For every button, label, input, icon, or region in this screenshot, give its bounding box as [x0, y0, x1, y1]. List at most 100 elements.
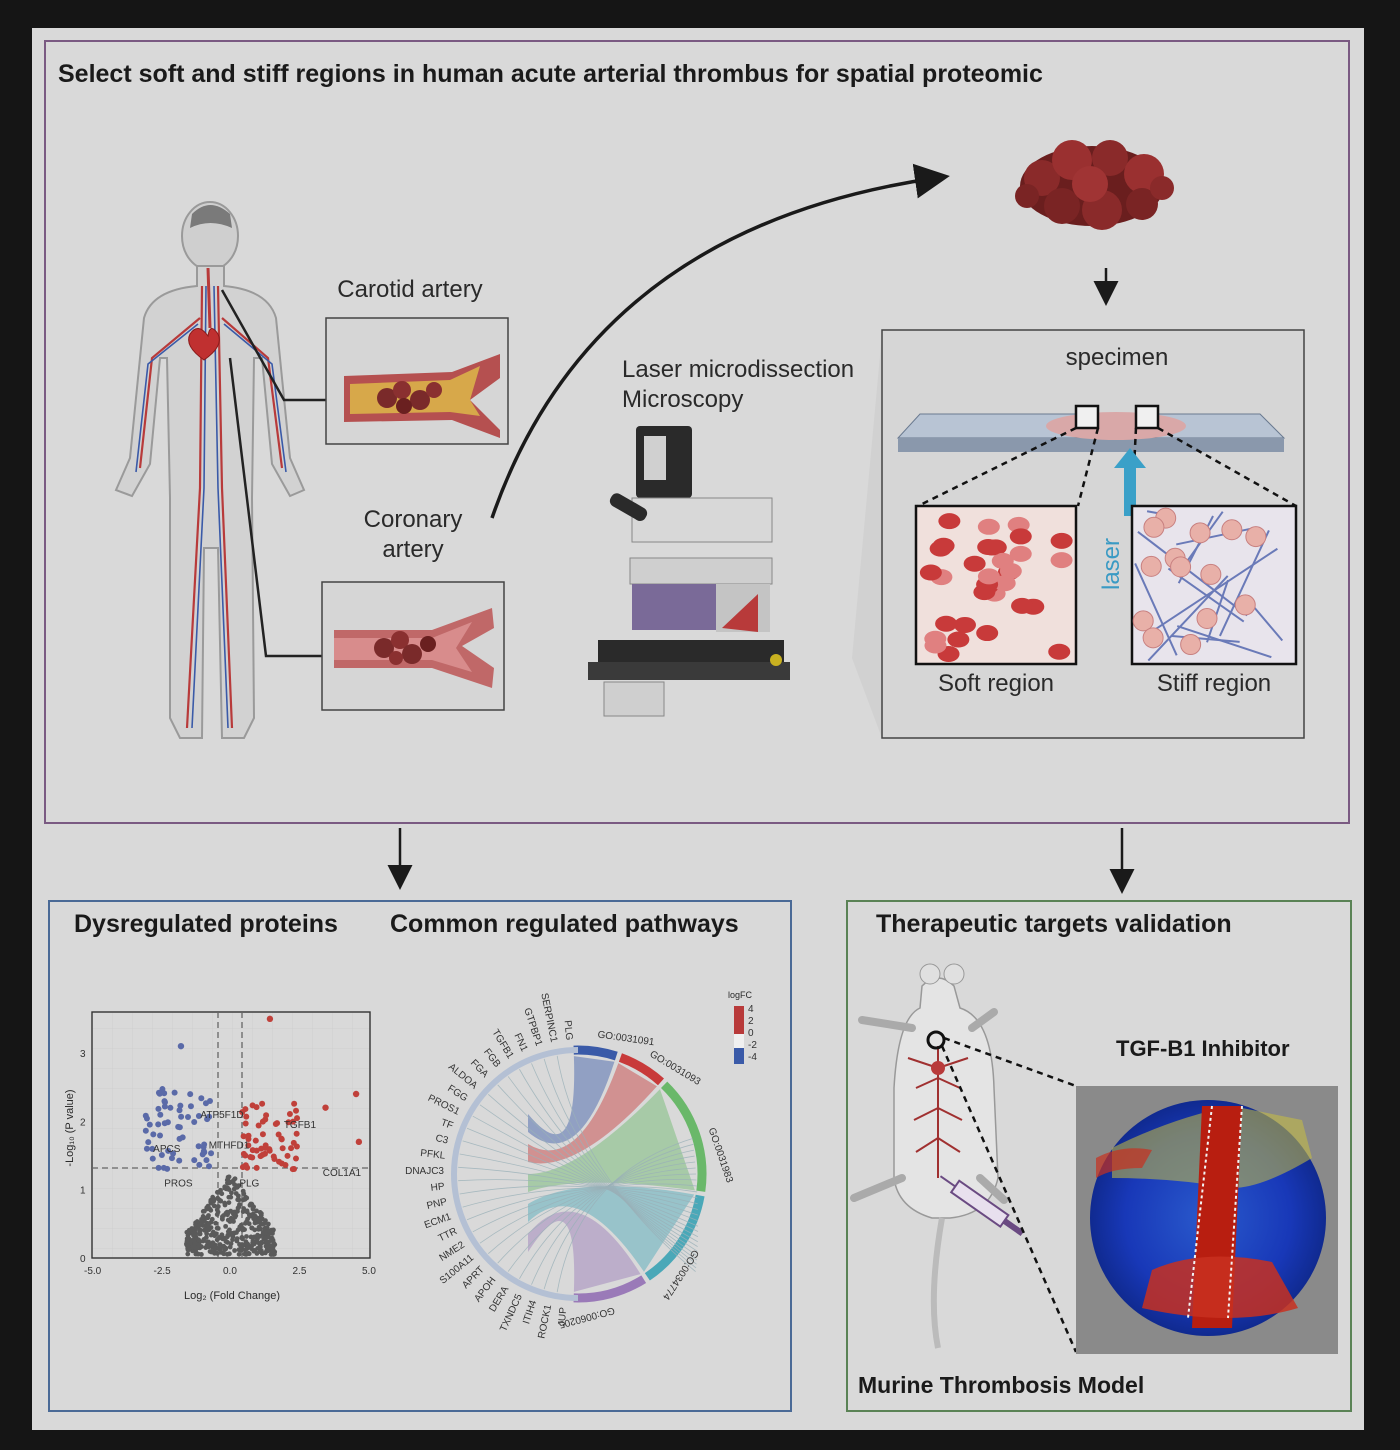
laser-label: laser [1098, 537, 1125, 591]
chord-link [487, 1173, 697, 1254]
fibrin-strand [1206, 579, 1229, 643]
chord-link [519, 1155, 695, 1279]
volcano-point-down [156, 1090, 163, 1097]
chord-link [497, 1167, 696, 1264]
red-blood-cell [999, 563, 1022, 580]
volcano-point-up [291, 1166, 298, 1173]
platelet-cell [1221, 519, 1243, 541]
volcano-point-ns [185, 1251, 191, 1257]
volcano-point-ns [225, 1229, 231, 1235]
microscope-label-line1: Laser microdissection [622, 356, 855, 383]
volcano-point-up [278, 1136, 285, 1143]
volcano-point-down [195, 1112, 202, 1119]
volcano-point-outlier [177, 1042, 185, 1050]
artery-connector-lines [220, 289, 326, 658]
stiff-region-label: Stiff region [1156, 670, 1272, 697]
coronary-artery-label-line2: artery [382, 536, 444, 563]
volcano-point-ns [252, 1213, 258, 1219]
volcano-point-ns [250, 1206, 256, 1212]
platelet-cell [1140, 555, 1162, 577]
volcano-point-down [157, 1111, 164, 1118]
volcano-point-down [146, 1121, 153, 1128]
volcano-point-ns [185, 1243, 191, 1249]
volcano-point-down [165, 1147, 172, 1154]
top-panel-title: Select soft and stiff regions in human a… [58, 60, 1043, 88]
red-blood-cell [976, 625, 999, 642]
volcano-point-down [187, 1091, 194, 1098]
chord-link [466, 1186, 698, 1221]
volcano-point-down [191, 1118, 198, 1125]
fibrin-strand [1137, 530, 1248, 617]
volcano-point-ns [249, 1246, 254, 1252]
chord-link [459, 1185, 698, 1205]
chord-legend-value: -4 [748, 1052, 757, 1063]
volcano-point-ns [212, 1233, 218, 1239]
volcano-point-down [179, 1134, 186, 1141]
volcano-point-ns [217, 1242, 223, 1247]
volcano-point-ns [244, 1195, 250, 1201]
volcano-point-ns [204, 1226, 210, 1232]
platelet-cell [1143, 516, 1165, 538]
fibrin-strand [1134, 562, 1178, 656]
volcano-gene-label: PROS [164, 1178, 193, 1189]
chord-gene-label: HP [430, 1181, 445, 1194]
chord-link [458, 1179, 698, 1210]
volcano-point-up [253, 1164, 260, 1171]
flow-heatmap-image [1076, 1086, 1338, 1354]
platelet-cell [1170, 556, 1192, 578]
volcano-point-ns [241, 1191, 247, 1197]
chord-link [531, 1063, 697, 1265]
volcano-y-tick: 3 [80, 1049, 86, 1060]
volcano-point-up [240, 1150, 247, 1157]
volcano-point-ns [259, 1216, 265, 1222]
volcano-point-down [143, 1145, 150, 1152]
volcano-point-ns [222, 1247, 228, 1253]
chord-ribbon [528, 1056, 615, 1144]
volcano-point-up [271, 1156, 278, 1163]
volcano-point-ns [208, 1207, 214, 1213]
volcano-y-tick: 1 [80, 1186, 86, 1197]
volcano-point-down [170, 1150, 177, 1157]
zoom-perspective-wedge [852, 334, 882, 738]
soft-region-label: Soft region [937, 670, 1055, 697]
volcano-point-down [178, 1113, 185, 1120]
volcano-point-ns [271, 1240, 277, 1246]
volcano-point-outlier [266, 1015, 274, 1023]
volcano-point-ns [194, 1245, 200, 1251]
chord-gene-label: PLG [562, 1020, 575, 1041]
volcano-point-ns [246, 1250, 251, 1256]
laser-microscope-illustration [588, 426, 790, 717]
volcano-point-ns [206, 1213, 211, 1218]
volcano-point-ns [204, 1239, 210, 1245]
volcano-point-outlier [322, 1104, 329, 1111]
volcano-point-ns [235, 1227, 241, 1233]
chord-link [466, 1127, 699, 1232]
red-blood-cell [980, 539, 1003, 556]
volcano-point-up [249, 1154, 256, 1161]
carotid-artery-illustration [325, 317, 509, 445]
volcano-point-ns [217, 1235, 223, 1240]
volcano-point-ns [250, 1240, 256, 1246]
volcano-point-down [171, 1089, 178, 1096]
volcano-point-down [176, 1157, 183, 1164]
volcano-point-down [164, 1119, 171, 1126]
red-blood-cell [1009, 545, 1032, 562]
volcano-point-ns [259, 1240, 265, 1246]
chord-gene-label: TF [439, 1117, 454, 1131]
volcano-point-up [243, 1113, 250, 1120]
volcano-point-down [168, 1155, 175, 1162]
volcano-point-ns [208, 1197, 214, 1203]
red-blood-cell [1009, 528, 1032, 545]
volcano-gene-label: PLG [239, 1178, 259, 1189]
volcano-point-ns [192, 1227, 198, 1233]
volcano-point-up [290, 1139, 297, 1146]
volcano-point-ns [231, 1186, 237, 1192]
red-blood-cell [947, 631, 970, 648]
volcano-point-ns [267, 1229, 273, 1234]
volcano-point-up [284, 1152, 291, 1159]
volcano-point-up [262, 1116, 269, 1123]
volcano-point-down [185, 1113, 192, 1120]
volcano-point-ns [252, 1219, 258, 1225]
volcano-point-up [239, 1109, 246, 1116]
